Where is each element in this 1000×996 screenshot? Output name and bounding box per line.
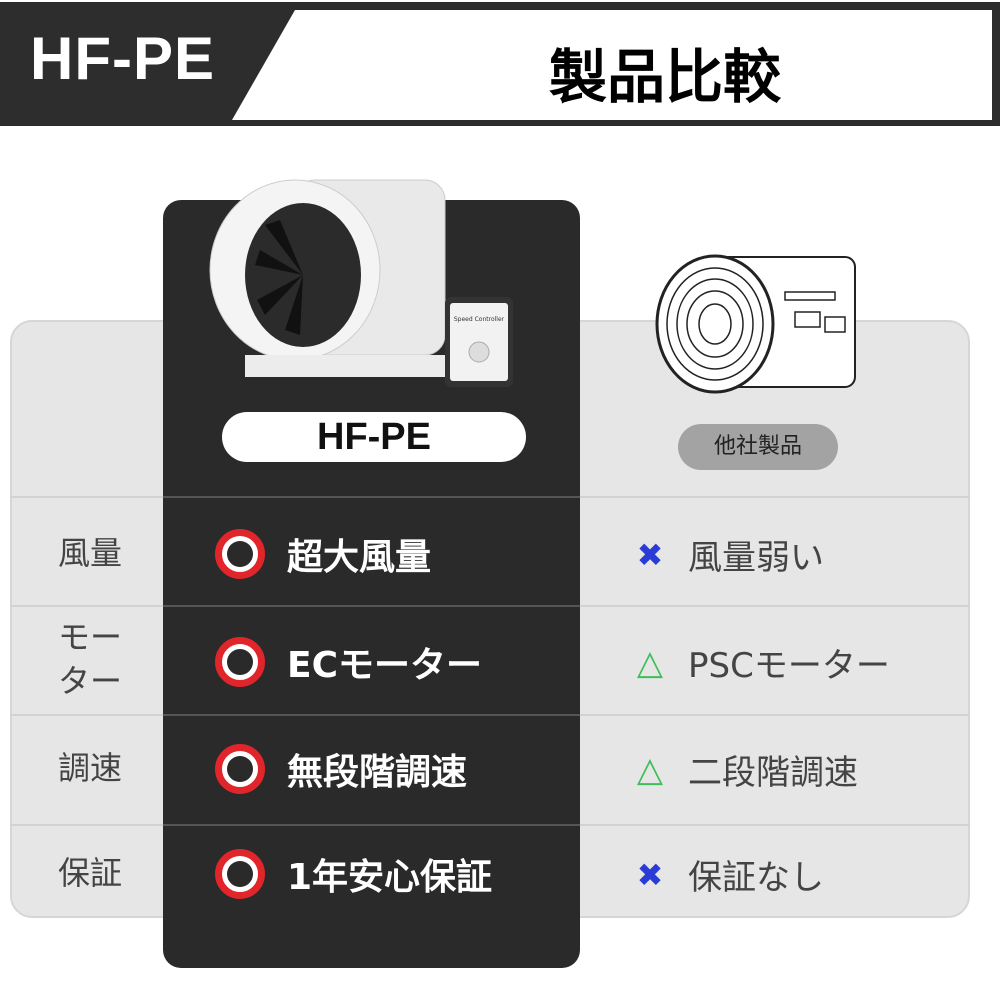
theirs-text: 風量弱い xyxy=(688,538,824,578)
svg-text:Speed Controller: Speed Controller xyxy=(454,316,505,323)
ours-speed: 無段階調速 xyxy=(215,743,467,795)
theirs-text: 保証なし xyxy=(688,858,824,898)
ours-airflow: 超大風量 xyxy=(215,528,431,580)
ours-text: 無段階調速 xyxy=(287,752,468,793)
brand-label: HF-PE xyxy=(30,25,215,92)
row-label-speed: 調速 xyxy=(57,749,122,787)
red-circle-icon xyxy=(215,637,265,687)
header-title-area xyxy=(232,10,992,120)
inline-fan-image: Speed Controller xyxy=(209,179,513,387)
x-mark-icon: ✖ xyxy=(636,535,664,574)
row-label-motor: モー ター xyxy=(57,618,122,700)
competitor-fan-sketch xyxy=(655,254,856,394)
theirs-text: 二段階調速 xyxy=(688,753,858,793)
card-divider xyxy=(163,824,580,826)
theirs-airflow: ✖ 風量弱い xyxy=(632,530,824,579)
red-circle-icon xyxy=(215,849,265,899)
theirs-text: PSCモーター xyxy=(688,646,890,686)
ours-text: 超大風量 xyxy=(287,537,432,578)
theirs-speed: △ 二段階調速 xyxy=(632,745,858,794)
ours-motor: ECモーター xyxy=(215,636,482,688)
page-title: 製品比較 xyxy=(548,43,781,111)
theirs-warranty: ✖ 保証なし xyxy=(632,850,824,899)
speed-controller-image: Speed Controller xyxy=(445,297,513,387)
competitor-name-pill: 他社製品 xyxy=(678,424,838,470)
x-mark-icon: ✖ xyxy=(636,855,664,894)
card-divider xyxy=(163,605,580,607)
card-divider xyxy=(163,496,580,498)
red-circle-icon xyxy=(215,529,265,579)
ours-warranty: 1年安心保証 xyxy=(215,848,492,900)
ours-text: ECモーター xyxy=(287,645,483,686)
card-divider xyxy=(163,714,580,716)
theirs-motor: △ PSCモーター xyxy=(632,638,890,687)
header-banner: HF-PE 製品比較 xyxy=(0,2,1000,126)
ours-text: 1年安心保証 xyxy=(287,857,493,898)
row-label-warranty: 保証 xyxy=(57,854,122,892)
red-circle-icon xyxy=(215,744,265,794)
triangle-icon: △ xyxy=(636,642,664,683)
row-label-airflow: 風量 xyxy=(57,534,122,572)
triangle-icon: △ xyxy=(636,749,664,790)
product-name-pill: HF-PE xyxy=(222,412,526,462)
